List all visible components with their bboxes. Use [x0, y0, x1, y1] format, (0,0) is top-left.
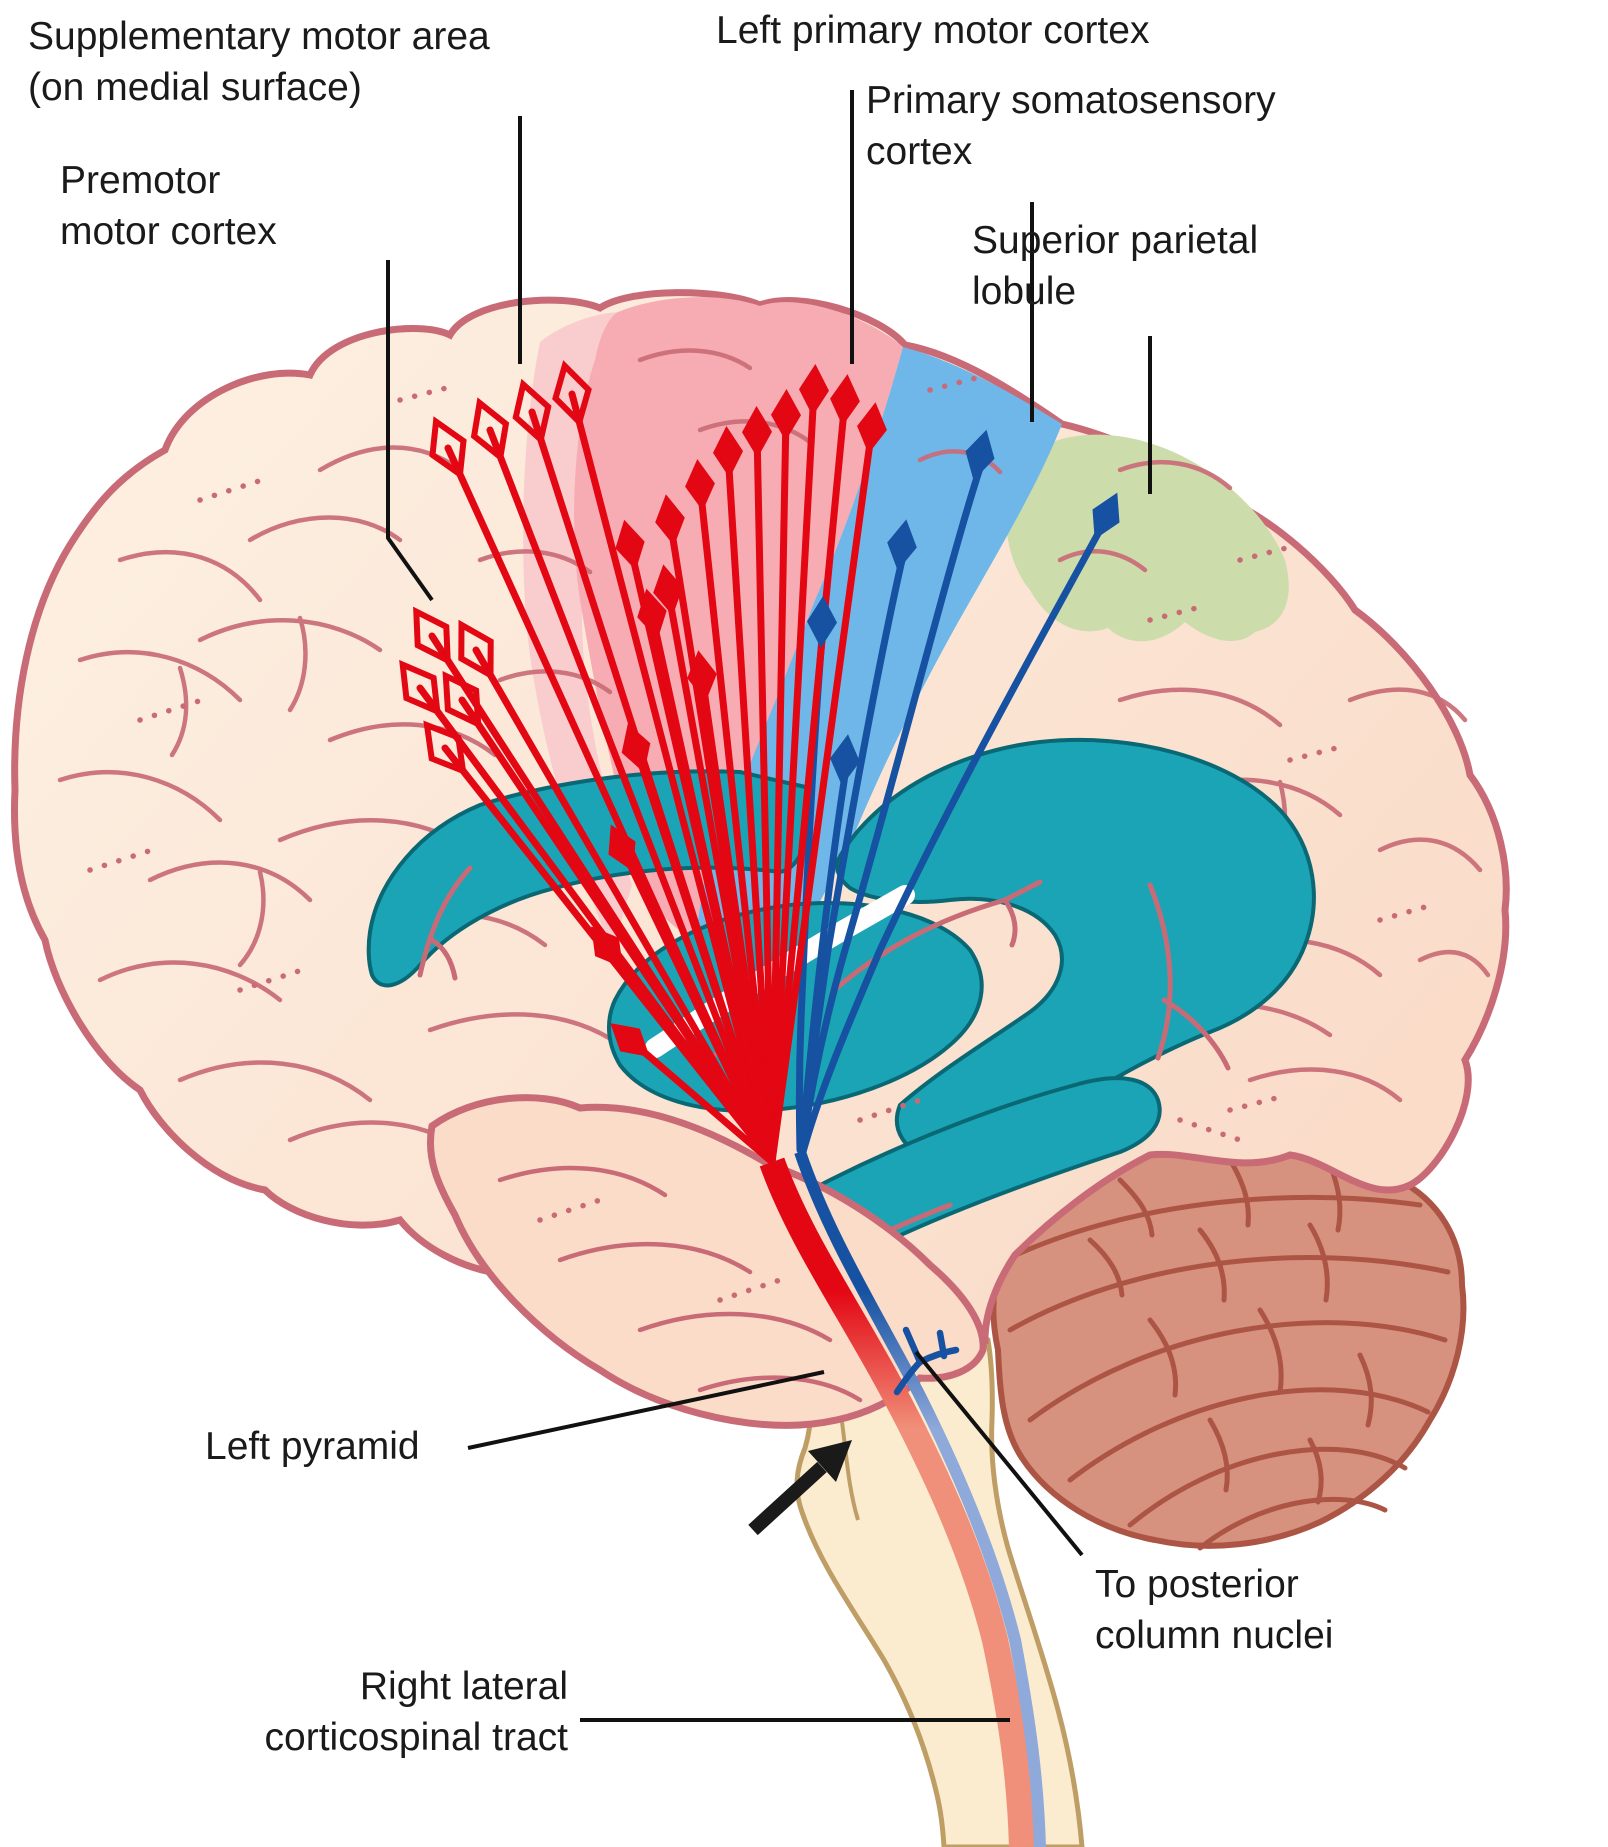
leader-posterior [914, 1350, 1084, 1557]
corticospinal-tract-red [759, 1157, 1035, 1847]
axon-line [486, 426, 776, 1166]
neuron-filled-diamond [1092, 492, 1120, 540]
leader-pyramid [467, 1370, 825, 1450]
cerebellum [990, 1142, 1467, 1551]
neuron-filled-diamond [621, 723, 651, 773]
motor-axons [416, 386, 876, 1166]
cerebellum-foliation [1002, 1157, 1451, 1551]
label-primary-motor-cortex: Left primary motor cortex [716, 6, 1149, 57]
neuron-filled-diamond [807, 596, 837, 648]
label-line: Superior parietal [972, 219, 1259, 262]
label-premotor-cortex: Premotor motor cortex [60, 156, 277, 257]
label-line: cortex [866, 129, 973, 173]
leader-premotor [386, 260, 434, 602]
axon-line [768, 386, 818, 1166]
label-superior-parietal-lobule: Superior parietal lobule [972, 216, 1258, 317]
neuron-open-diamond [442, 670, 482, 730]
axon-line [618, 844, 776, 1166]
neuron-filled-diamond [742, 406, 772, 458]
label-left-pyramid: Left pyramid [205, 1422, 420, 1473]
label-line: column nuclei [1095, 1613, 1334, 1657]
axon-line [768, 424, 876, 1166]
axon-line [724, 448, 776, 1166]
neuron-filled-diamond [685, 459, 715, 511]
label-line: Primary somatosensory [866, 79, 1276, 122]
axon-line [632, 744, 776, 1166]
neuron-filled-diamond [887, 519, 917, 571]
neuron-open-diamond [399, 659, 441, 717]
leader-lines [386, 90, 1152, 1722]
label-line: Right lateral [359, 1665, 568, 1708]
label-supplementary-motor-area: Supplementary motor area (on medial surf… [28, 12, 490, 113]
label-line: Premotor [60, 159, 221, 202]
neuron-filled-diamond [857, 402, 887, 454]
neuron-cell-bodies [399, 360, 1120, 1057]
label-line: To posterior [1095, 1563, 1299, 1606]
neuron-filled-diamond [608, 824, 636, 872]
neuron-filled-diamond [713, 426, 743, 478]
temporal-lobe [426, 1094, 987, 1429]
neuron-open-diamond [470, 397, 510, 463]
gyri-dotted [87, 372, 1435, 1113]
neuron-open-diamond [458, 619, 494, 681]
axon-line [768, 411, 790, 1166]
neuron-filled-diamond [830, 374, 860, 426]
label-right-lateral-corticospinal-tract: Right lateral corticospinal tract [185, 1662, 568, 1763]
axon-line [603, 943, 776, 1166]
axon-line [472, 646, 776, 1166]
sensory-axons [795, 464, 1104, 1156]
superior-parietal-lobule-region [1004, 434, 1289, 642]
label-somatosensory-cortex: Primary somatosensory cortex [866, 76, 1276, 177]
label-line: motor cortex [60, 209, 277, 253]
neuron-open-diamond [512, 378, 552, 446]
axon-line [568, 390, 776, 1166]
neuron-filled-diamond [965, 429, 995, 481]
axon-line [753, 428, 776, 1166]
label-line: Left pyramid [205, 1425, 420, 1468]
label-line: Left primary motor cortex [716, 9, 1150, 52]
neuron-open-diamond [552, 360, 592, 428]
label-line: (on medial surface) [28, 65, 362, 109]
neuron-filled-diamond [830, 734, 860, 786]
neuron-filled-diamond [655, 494, 685, 546]
axon-line [768, 396, 849, 1166]
neuron-open-diamond [429, 416, 467, 480]
sensory-tract-blue [794, 1150, 1046, 1847]
decussation-arrow-icon [748, 1440, 852, 1536]
neuron-filled-diamond [799, 364, 829, 416]
neuron-filled-diamond [591, 926, 623, 968]
label-line: Supplementary motor area [28, 15, 490, 58]
neuron-filled-diamond [653, 564, 683, 616]
neuron-filled-diamond [771, 389, 801, 441]
axon-line [458, 696, 776, 1166]
axon-line [698, 672, 776, 1166]
axon-line [626, 1036, 776, 1166]
label-line: corticospinal tract [264, 1715, 568, 1759]
neuron-filled-diamond [610, 1023, 650, 1057]
neuron-open-diamond [423, 720, 467, 776]
neuron-filled-diamond [637, 588, 667, 640]
neuron-filled-diamond [615, 519, 645, 571]
neuron-filled-diamond [687, 650, 717, 702]
label-posterior-column-nuclei: To posterior column nuclei [1095, 1560, 1333, 1661]
neuron-open-diamond [413, 606, 451, 666]
axon-line [696, 481, 776, 1166]
label-line: lobule [972, 269, 1077, 313]
axon-line [648, 610, 776, 1166]
